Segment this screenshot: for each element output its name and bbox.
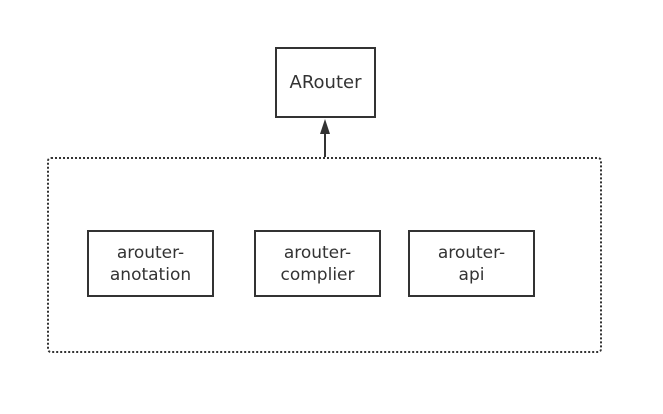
module-node-label: arouter- anotation <box>109 242 192 285</box>
module-node-label: arouter- complier <box>280 242 355 285</box>
arrowhead-icon <box>320 119 330 134</box>
module-node-arouter-compiler: arouter- complier <box>254 230 381 297</box>
arouter-node: ARouter <box>275 47 376 118</box>
module-node-label: arouter- api <box>437 242 506 285</box>
arouter-node-label: ARouter <box>289 71 362 93</box>
module-group-container <box>47 157 602 353</box>
module-node-arouter-annotation: arouter- anotation <box>87 230 214 297</box>
module-node-arouter-api: arouter- api <box>408 230 535 297</box>
